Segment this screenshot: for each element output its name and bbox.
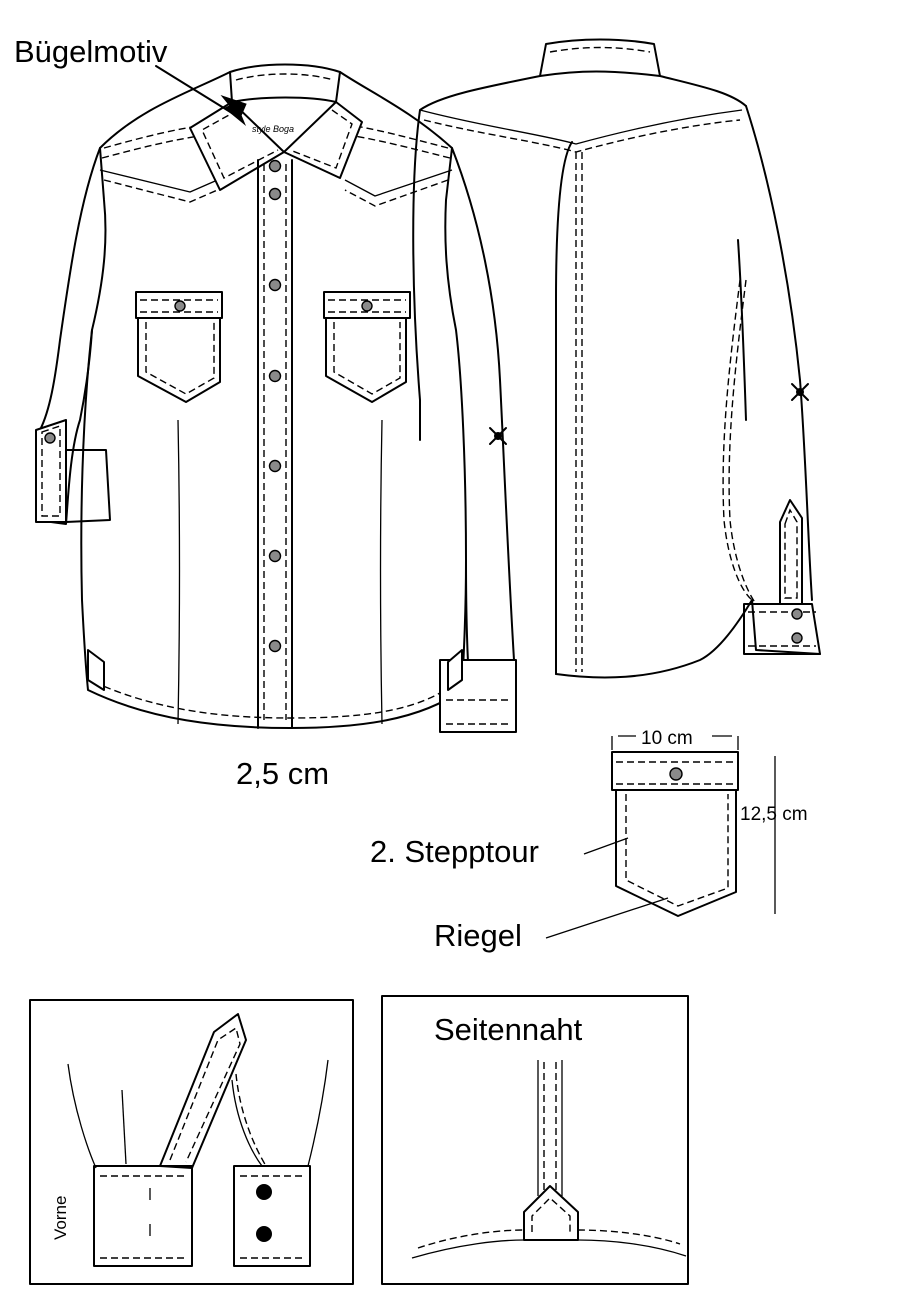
shirt-front-view: style Boga <box>35 63 517 733</box>
label-pocket-height: 12,5 cm <box>740 804 808 825</box>
collar-logo: style Boga <box>252 124 294 134</box>
pocket-detail <box>545 735 776 939</box>
label-side-seam: Seitennaht <box>434 1012 583 1047</box>
label-bartack: Riegel <box>434 918 522 953</box>
label-placket-width: 2,5 cm <box>236 756 329 791</box>
label-front: Vorne <box>51 1196 70 1240</box>
label-pocket-width: 10 cm <box>641 728 693 749</box>
shirt-back-view <box>412 38 821 679</box>
side-seam-detail-box <box>381 995 689 1285</box>
label-second-topstitch: 2. Stepptour <box>370 834 539 869</box>
label-motif: Bügelmotiv <box>14 34 168 69</box>
cuff-detail-box <box>29 999 354 1285</box>
